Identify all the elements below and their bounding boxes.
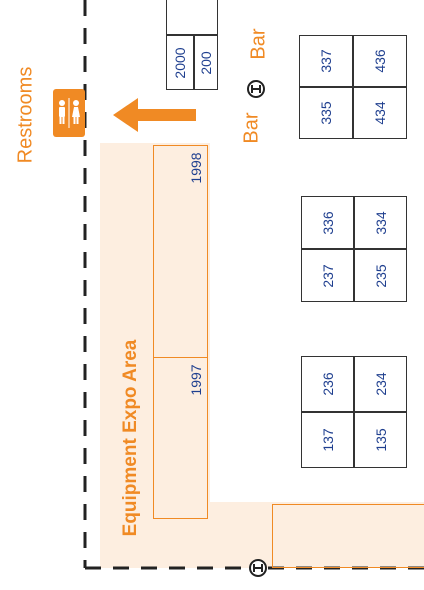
- booth-number: 434: [372, 101, 388, 125]
- booth-number: 335: [318, 101, 334, 125]
- booth-1998[interactable]: 1998: [153, 145, 208, 358]
- booth-235[interactable]: 235: [354, 249, 407, 302]
- bar-label-left: Bar: [240, 112, 263, 144]
- restroom-icon: [53, 89, 85, 137]
- booth-336[interactable]: 336: [301, 196, 354, 249]
- booth-number: 234: [372, 372, 389, 396]
- booth-number: 237: [319, 263, 336, 288]
- booth-number: 334: [372, 210, 389, 235]
- booth-top-blank[interactable]: [166, 0, 218, 35]
- expo-area-floor: [100, 143, 210, 568]
- booth-236[interactable]: 236: [301, 356, 354, 412]
- booth-number: 1998: [188, 152, 204, 184]
- booth-335[interactable]: 335: [299, 87, 353, 139]
- booth-number: 436: [372, 49, 388, 73]
- bar-icon-bottom: [249, 559, 267, 577]
- booth-434[interactable]: 434: [353, 87, 407, 139]
- expo-area-floor-lower: [210, 502, 424, 568]
- booth-2000[interactable]: 2000: [166, 35, 194, 90]
- booth-234[interactable]: 234: [354, 356, 407, 412]
- booth-337[interactable]: 337: [299, 35, 353, 87]
- booth-number: 337: [318, 49, 334, 73]
- booth-expo-lower[interactable]: [272, 504, 424, 568]
- booth-number: 236: [319, 372, 336, 396]
- booth-number: 137: [319, 428, 336, 452]
- booth-1997[interactable]: 1997: [153, 357, 208, 519]
- booth-number: 200: [198, 50, 214, 75]
- booth-200-partial[interactable]: 200: [194, 35, 218, 90]
- arrow-up-icon: [113, 98, 196, 132]
- bar-icon: [247, 80, 265, 98]
- expo-area-label: Equipment Expo Area: [120, 339, 141, 537]
- booth-number: 1997: [188, 364, 204, 396]
- booth-237[interactable]: 237: [301, 249, 354, 302]
- bar-label-right: Bar: [247, 28, 270, 60]
- booth-number: 336: [319, 210, 336, 235]
- booth-135[interactable]: 135: [354, 412, 407, 468]
- booth-number: 135: [372, 428, 389, 452]
- booth-number: 235: [372, 263, 389, 288]
- booth-137[interactable]: 137: [301, 412, 354, 468]
- restrooms-label: Restrooms: [14, 66, 37, 164]
- booth-number: 2000: [172, 46, 188, 79]
- booth-436[interactable]: 436: [353, 35, 407, 87]
- booth-334[interactable]: 334: [354, 196, 407, 249]
